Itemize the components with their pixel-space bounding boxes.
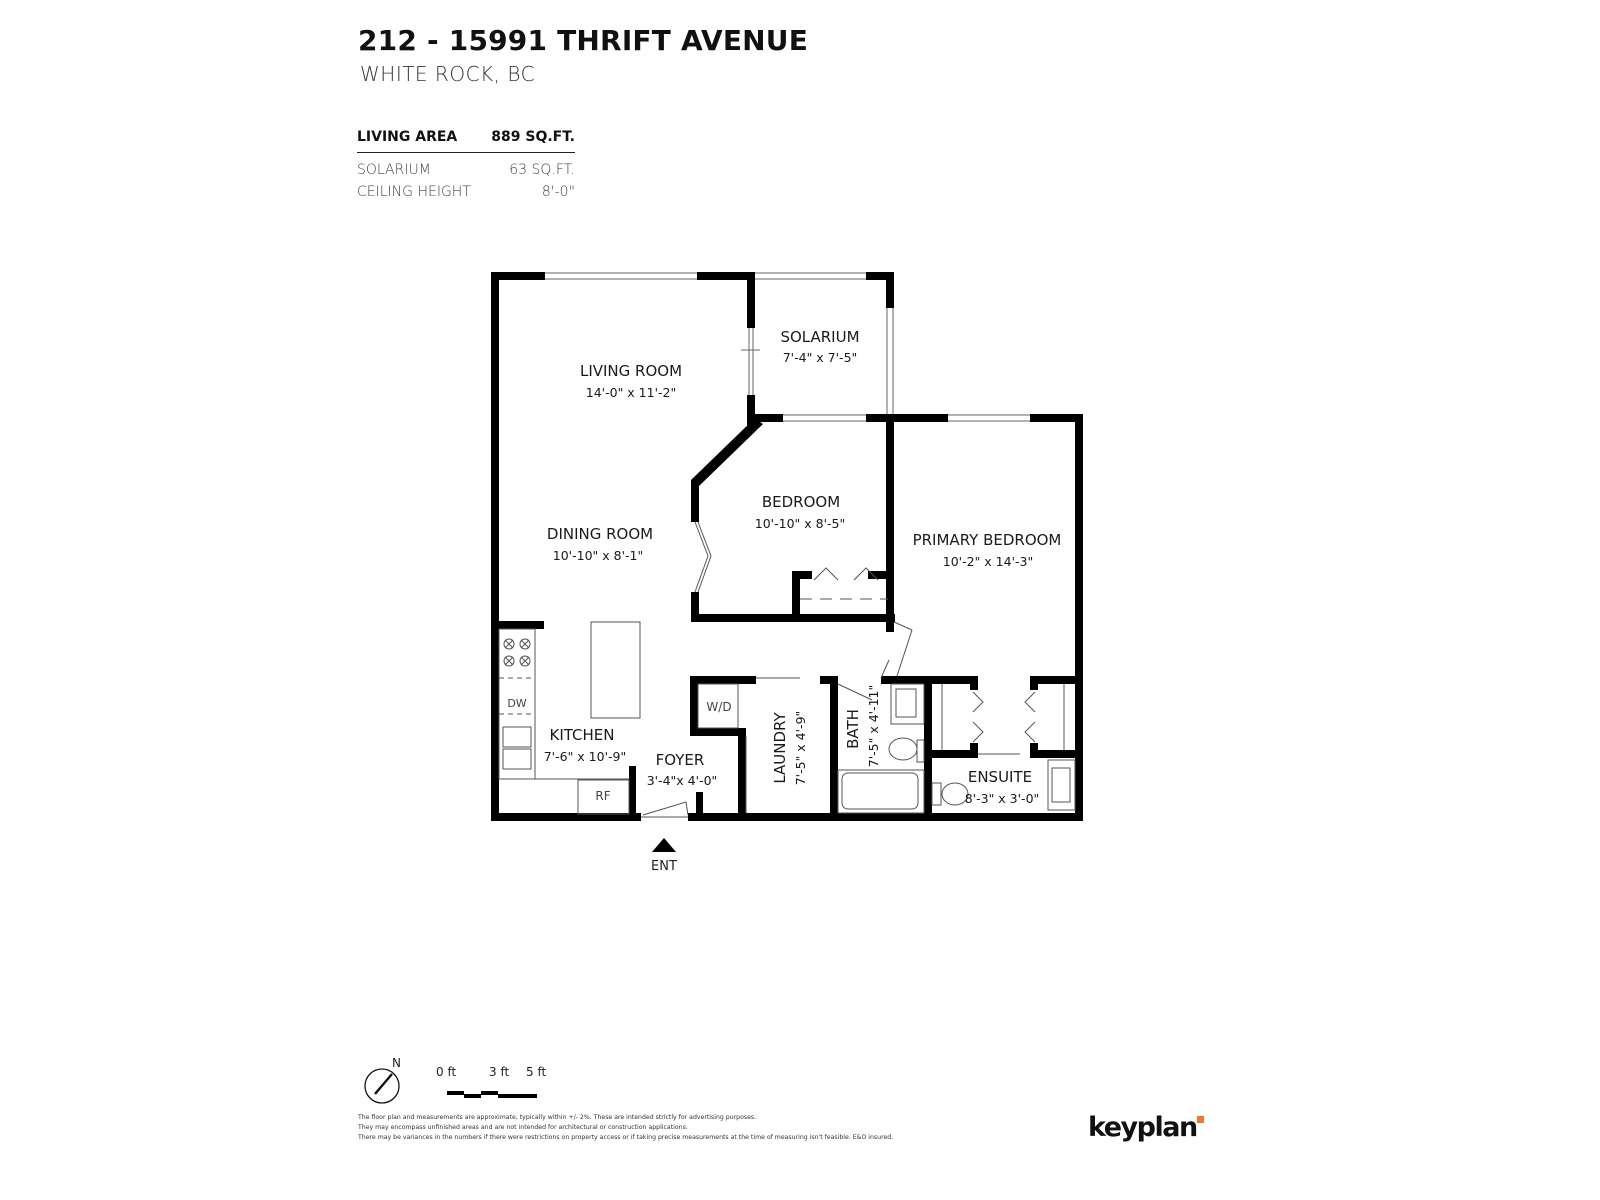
ensuite-dims: 8'-3" x 3'-0" [965, 791, 1040, 806]
ensuite-name: ENSUITE [968, 768, 1032, 786]
scale-label-5: 5 ft [526, 1065, 547, 1079]
dining-room-dims: 10'-10" x 8'-1" [553, 548, 643, 563]
living-area-label: LIVING AREA [357, 129, 458, 145]
ceiling-height-label: CEILING HEIGHT [357, 184, 471, 200]
room-labels: LIVING ROOM 14'-0" x 11'-2" SOLARIUM 7'-… [544, 328, 1062, 806]
living-room-name: LIVING ROOM [580, 362, 682, 380]
north-compass-icon [364, 1068, 400, 1104]
disclaimer-line: There may be variances in the numbers if… [358, 1134, 894, 1141]
living-room-dims: 14'-0" x 11'-2" [586, 385, 676, 400]
disclaimer-line: The floor plan and measurements are appr… [358, 1114, 757, 1121]
bedroom-dims: 10'-10" x 8'-5" [755, 516, 845, 531]
bedroom-name: BEDROOM [762, 493, 840, 511]
foyer-name: FOYER [656, 751, 705, 769]
disclaimer: The floor plan and measurements are appr… [358, 1113, 918, 1143]
living-area-row: LIVING AREA 889 SQ.FT. [357, 126, 575, 153]
solarium-area-row: SOLARIUM 63 SQ.FT. [357, 159, 575, 181]
refrigerator-label: RF [595, 789, 610, 803]
scale-label-0: 0 ft [436, 1065, 457, 1079]
scale-bar-icon [447, 1091, 537, 1098]
bath-name: BATH [844, 709, 862, 749]
foyer-dims: 3'-4"x 4'-0" [647, 773, 718, 788]
fixtures [498, 521, 1076, 818]
primary-bedroom-dims: 10'-2" x 14'-3" [943, 554, 1033, 569]
area-summary-table: LIVING AREA 889 SQ.FT. SOLARIUM 63 SQ.FT… [357, 126, 575, 203]
living-area-value: 889 SQ.FT. [491, 129, 575, 145]
kitchen-name: KITCHEN [550, 726, 615, 744]
ceiling-height-row: CEILING HEIGHT 8'-0" [357, 181, 575, 203]
dining-room-name: DINING ROOM [547, 525, 653, 543]
property-city: WHITE ROCK, BC [360, 62, 536, 86]
solarium-name: SOLARIUM [780, 328, 859, 346]
kitchen-dims: 7'-6" x 10'-9" [544, 749, 627, 764]
logo-accent-square-icon [1197, 1116, 1204, 1123]
property-address: 212 - 15991 THRIFT AVENUE [358, 24, 809, 57]
laundry-name: LAUNDRY [771, 711, 789, 783]
dishwasher-label: DW [507, 697, 526, 710]
entrance-label: ENT [651, 859, 677, 874]
scale-label-3: 3 ft [489, 1065, 510, 1079]
walls [491, 272, 1083, 821]
keyplan-logo: keyplan [1088, 1112, 1198, 1143]
entrance-arrow-icon [652, 838, 676, 852]
north-label: N [392, 1056, 401, 1070]
solarium-area-label: SOLARIUM [357, 162, 431, 178]
disclaimer-line: They may encompass unfinished areas and … [358, 1124, 688, 1131]
laundry-dims: 7'-5" x 4'-9" [793, 711, 808, 786]
washer-dryer-label: W/D [706, 700, 731, 714]
windows [545, 272, 1030, 422]
solarium-dims: 7'-4" x 7'-5" [783, 350, 858, 365]
primary-bedroom-name: PRIMARY BEDROOM [913, 531, 1062, 549]
bath-dims: 7'-5" x 4'-11" [866, 685, 881, 768]
fixture-labels: DW W/D RF [507, 697, 731, 803]
ceiling-height-value: 8'-0" [541, 184, 575, 200]
solarium-area-value: 63 SQ.FT. [509, 162, 575, 178]
